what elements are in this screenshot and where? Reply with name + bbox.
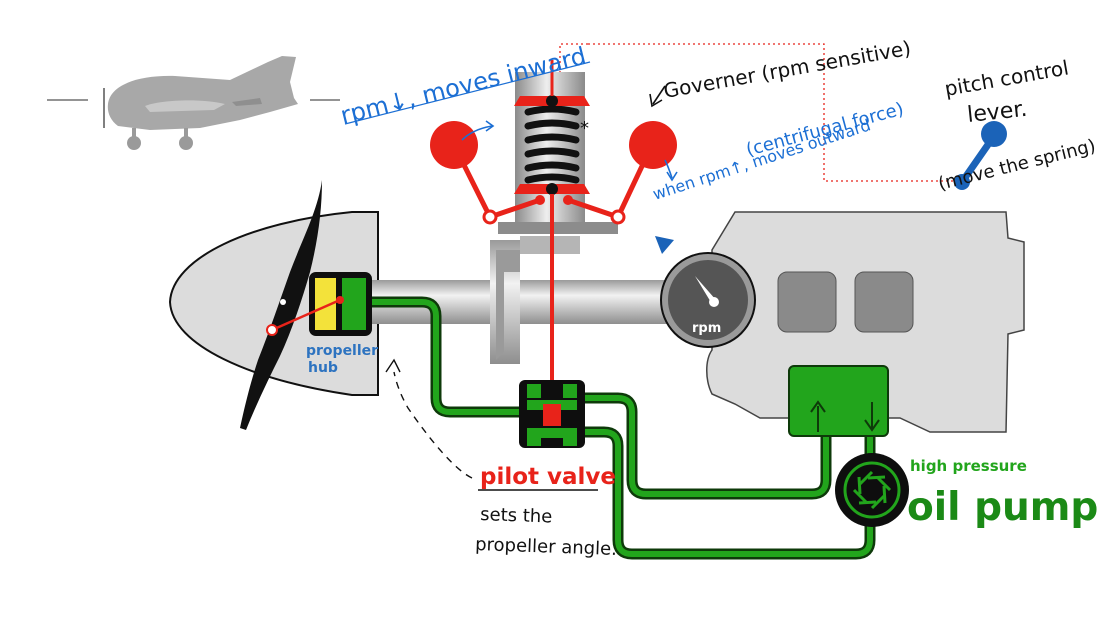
- annotation-arrow-inward: [461, 125, 493, 141]
- pilot-valve-arrow: [393, 371, 473, 479]
- pump-label-top: high pressure: [910, 457, 1027, 475]
- engine-cylinder-2: [854, 271, 914, 333]
- pilot-valve-label: pilot valve: [480, 464, 616, 490]
- annotation-arrowhead-inward: [485, 120, 495, 132]
- blade-pivot: [280, 299, 286, 305]
- propeller-hub-label-2: hub: [308, 360, 338, 376]
- pilot-valve-note-2: propeller angle.: [475, 534, 617, 560]
- oil-pump: [788, 365, 909, 527]
- propeller-hub-label: propeller: [306, 343, 378, 359]
- annotation-governor-arrowhead: [649, 93, 663, 108]
- engine-cylinder-1: [777, 271, 837, 333]
- pump-label-main: oil pump: [907, 485, 1098, 530]
- rpm-gauge: [655, 236, 756, 348]
- annotation-governor-arrow: [652, 85, 666, 105]
- annotation-governor: Governer (rpm sensitive): [662, 36, 913, 103]
- airplane-icon: [47, 56, 340, 150]
- annotation-pitch-lever-1: pitch control: [943, 56, 1071, 101]
- governor-spring: [524, 105, 580, 184]
- governor: [430, 60, 677, 410]
- flyweights: [430, 121, 677, 225]
- pilot-valve: [519, 380, 585, 448]
- lever-linkage: [588, 43, 960, 182]
- governor-drive-gear: [496, 250, 520, 360]
- pitch-control-lever[interactable]: [954, 121, 1007, 190]
- pilot-valve-note-1: sets the: [480, 504, 553, 528]
- annotation-pitch-lever-2: lever.: [966, 97, 1029, 128]
- spinner: [168, 211, 379, 396]
- annotation-arrow-outward: [664, 159, 673, 179]
- pilot-valve-arrowhead: [385, 358, 401, 373]
- annotation-asterisk: *: [580, 118, 589, 139]
- annotation-rpm-up: when rpm↑, moves outward: [650, 115, 873, 203]
- rpm-gauge-label: rpm: [692, 321, 721, 336]
- annotation-arrowhead-outward: [666, 171, 678, 182]
- rpm-pointer-icon: [655, 236, 674, 254]
- annotation-pitch-lever-3: (move the spring): [936, 135, 1098, 194]
- oil-lines: [370, 296, 876, 560]
- annotation-rpm-down-underline: [344, 61, 591, 125]
- propeller-hub: [266, 272, 372, 336]
- propeller-blade: [240, 180, 322, 430]
